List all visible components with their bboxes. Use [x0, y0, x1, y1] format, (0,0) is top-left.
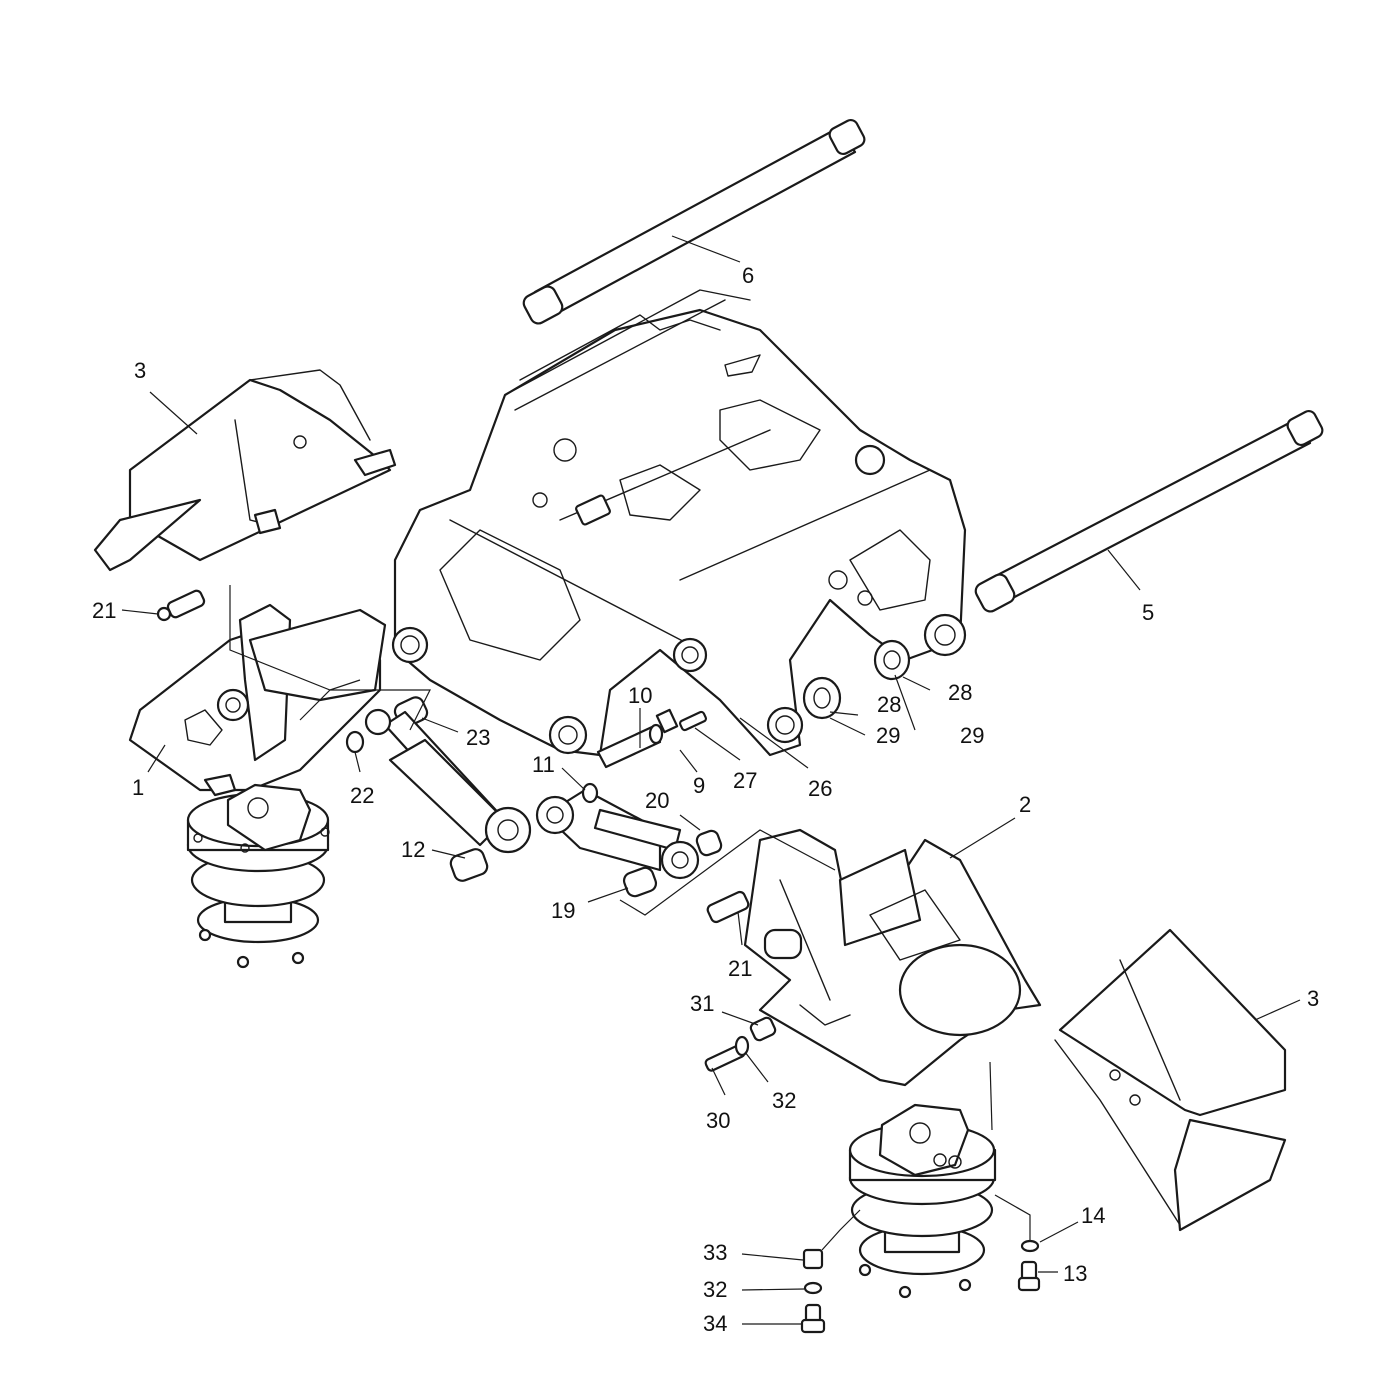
cylinder-right [535, 788, 723, 898]
motor-right [848, 1103, 997, 1299]
part-14-washer [1020, 1239, 1040, 1253]
part-9-plate [655, 708, 679, 734]
callout-19: 19 [551, 898, 575, 923]
part-22-washer [345, 730, 365, 754]
part-1-bracket-left [128, 603, 387, 797]
part-11-ring [581, 782, 599, 804]
callout-28-right: 28 [948, 680, 972, 705]
part-5-tube-right [974, 409, 1324, 613]
part-34-bolt [800, 1303, 826, 1334]
callout-1: 1 [132, 775, 144, 800]
main-frame [391, 289, 967, 757]
callout-34: 34 [703, 1311, 727, 1336]
callout-5: 5 [1142, 600, 1154, 625]
callout-21-lower: 21 [728, 956, 752, 981]
callout-27: 27 [733, 768, 757, 793]
callout-22: 22 [350, 783, 374, 808]
callout-33: 33 [703, 1240, 727, 1265]
callout-9: 9 [693, 773, 705, 798]
callout-23: 23 [466, 725, 490, 750]
part-31-bushing [749, 1016, 777, 1042]
callout-11: 11 [532, 752, 555, 777]
callout-32-upper: 32 [772, 1088, 796, 1113]
callout-28-left: 28 [877, 692, 901, 717]
callout-13: 13 [1063, 1261, 1087, 1286]
part-33-spacer [802, 1248, 824, 1270]
part-28-seal-right [873, 639, 911, 681]
callout-29-right: 29 [960, 723, 984, 748]
part-32-washer-lower [803, 1281, 823, 1295]
callout-21-upper: 21 [92, 598, 116, 623]
part-3-guard-right [1054, 928, 1287, 1232]
callout-10: 10 [628, 683, 652, 708]
callout-6: 6 [742, 263, 754, 288]
cylinder-left [364, 708, 532, 882]
callout-12: 12 [401, 837, 425, 862]
part-21-fitting-lower [706, 890, 750, 924]
motor-left [186, 783, 330, 969]
part-27-bolt [678, 710, 708, 732]
callout-14: 14 [1081, 1203, 1105, 1228]
callout-20: 20 [645, 788, 669, 813]
callouts: 6 3 5 21 28 28 10 23 29 29 1 22 11 9 27 … [92, 263, 1319, 1336]
part-32-washer-upper [734, 1035, 750, 1057]
callout-31: 31 [690, 991, 714, 1016]
part-2-bracket-right [743, 828, 1042, 1087]
part-28-seal-left [802, 676, 842, 720]
callout-26: 26 [808, 776, 832, 801]
callout-3-upper: 3 [134, 358, 146, 383]
part-6-tube-upper [522, 118, 866, 325]
part-10-pin [596, 723, 664, 769]
part-21-fitting-upper [156, 589, 206, 622]
callout-32-lower: 32 [703, 1277, 727, 1302]
part-3-guard-left [93, 369, 397, 572]
part-13-bolt [1017, 1260, 1041, 1292]
callout-29-left: 29 [876, 723, 900, 748]
callout-2: 2 [1019, 792, 1031, 817]
callout-3-lower: 3 [1307, 986, 1319, 1011]
leader-lines [121, 235, 1301, 1325]
callout-30: 30 [706, 1108, 730, 1133]
